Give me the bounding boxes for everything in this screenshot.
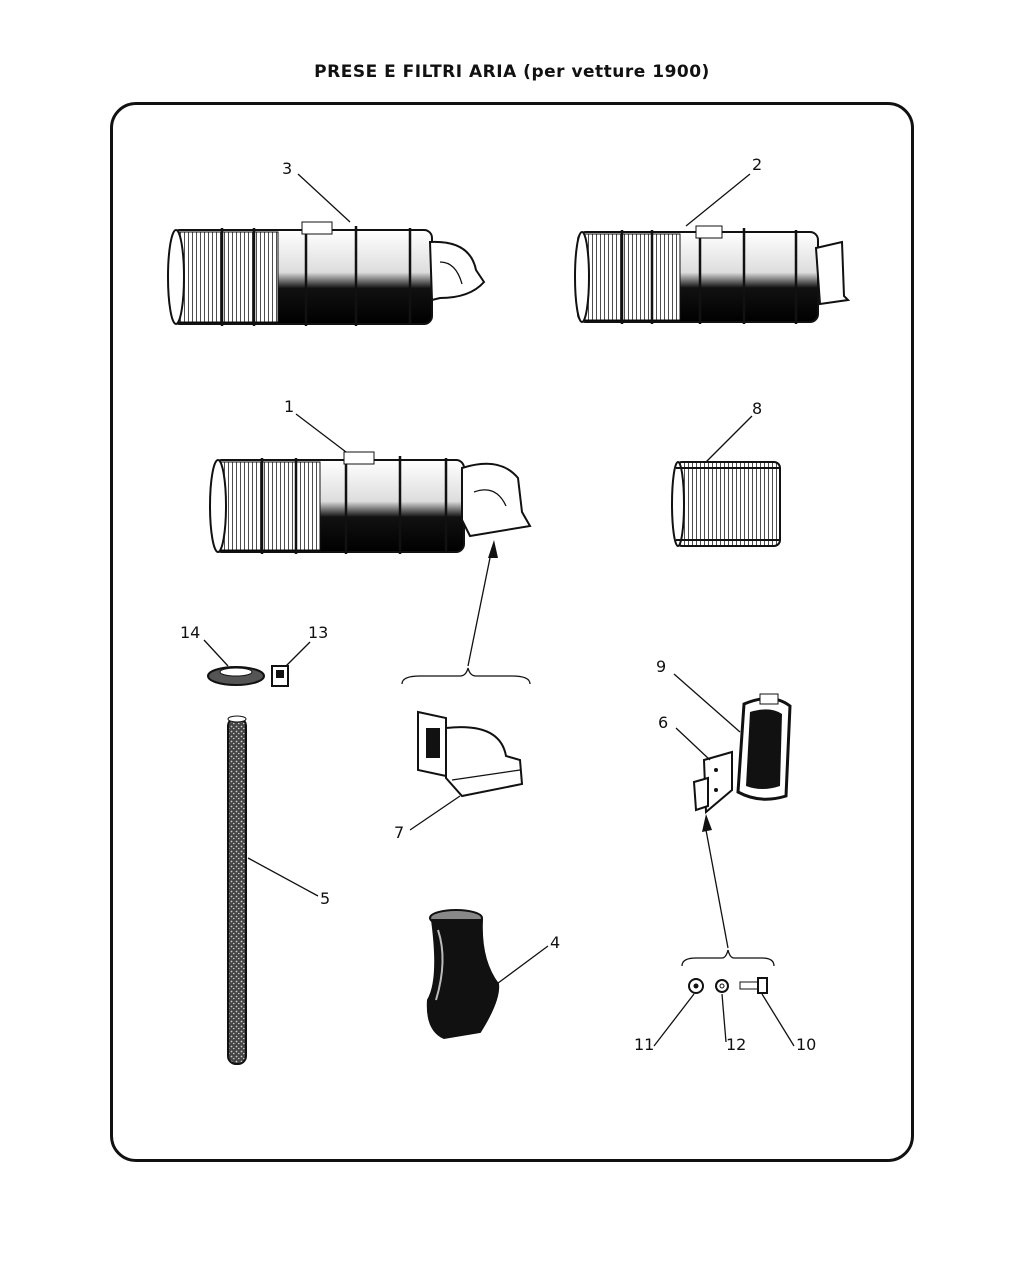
title-sub: (per vetture 1900) <box>523 62 710 82</box>
clip-part-13 <box>271 665 289 687</box>
callout-13: 13 <box>308 623 328 642</box>
washer-part-12 <box>715 979 729 993</box>
nut-part-11 <box>688 978 704 994</box>
arrow-head-part-7 <box>488 540 498 558</box>
callout-10: 10 <box>796 1035 816 1054</box>
brace-fasteners <box>681 949 775 967</box>
ring-part-14 <box>207 666 265 686</box>
leader-10 <box>761 993 795 1047</box>
leader-8 <box>705 415 753 463</box>
hose-part-5 <box>227 715 247 1065</box>
leader-2 <box>685 173 751 227</box>
leader-6 <box>675 727 711 761</box>
leader-9 <box>673 673 741 733</box>
callout-4: 4 <box>550 933 560 952</box>
band-part-9 <box>736 693 792 801</box>
leader-1 <box>295 413 347 453</box>
callout-12: 12 <box>726 1035 746 1054</box>
callout-14: 14 <box>180 623 200 642</box>
diagram-frame <box>110 102 914 1162</box>
callout-9: 9 <box>656 657 666 676</box>
filter-element-part-8 <box>671 461 781 547</box>
air-filter-part-1 <box>209 451 532 554</box>
callout-11: 11 <box>634 1035 654 1054</box>
leader-3 <box>297 173 351 223</box>
callout-7: 7 <box>394 823 404 842</box>
brace-part-7 <box>401 667 531 685</box>
arrow-head-fasteners <box>702 814 712 832</box>
leader-14 <box>203 639 229 667</box>
callout-6: 6 <box>658 713 668 732</box>
air-filter-part-2 <box>574 225 851 324</box>
leader-5 <box>247 857 319 897</box>
intake-part-4 <box>426 909 500 1040</box>
leader-12 <box>721 993 727 1043</box>
leader-11 <box>653 993 695 1047</box>
callout-1: 1 <box>284 397 294 416</box>
diagram-title: PRESE E FILTRI ARIA (per vetture 1900) <box>0 62 1024 82</box>
callout-3: 3 <box>282 159 292 178</box>
callout-5: 5 <box>320 889 330 908</box>
arrow-line-part-7 <box>467 547 493 667</box>
air-filter-part-3 <box>167 221 486 326</box>
bracket-part-6 <box>692 750 733 815</box>
elbow-part-7 <box>417 710 524 798</box>
leader-13 <box>285 641 311 667</box>
leader-4 <box>493 945 549 987</box>
arrow-line-fasteners <box>705 829 729 949</box>
leader-7 <box>409 795 461 831</box>
title-main: PRESE E FILTRI ARIA <box>314 62 517 82</box>
bolt-part-10 <box>739 977 768 994</box>
callout-8: 8 <box>752 399 762 418</box>
callout-2: 2 <box>752 155 762 174</box>
